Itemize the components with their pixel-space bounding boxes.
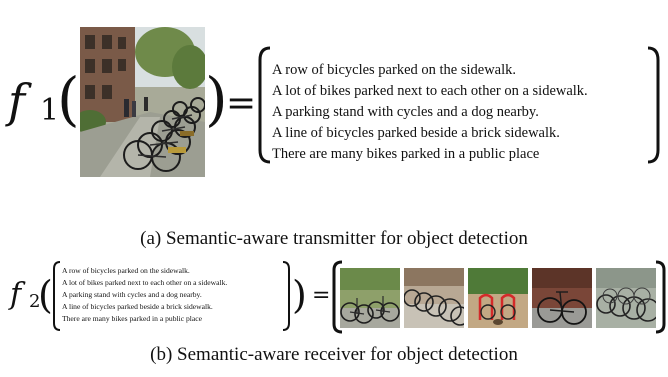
sentence-a-2: A lot of bikes parked next to each other… [272,83,588,99]
left-brace-images [332,260,343,334]
sentence-a-3: A parking stand with cycles and a dog ne… [272,104,539,120]
function-f2-name: f [10,277,22,312]
sentence-b-5: There are many bikes parked in a public … [62,314,202,323]
output-photo-1 [340,268,400,328]
sentence-a-1: A row of bicycles parked on the sidewalk… [272,62,517,78]
sentence-b-4: A line of bicycles parked beside a brick… [62,302,213,311]
equals-sign-a: = [226,83,257,124]
right-brace-b [282,261,290,331]
sentence-a-5: There are many bikes parked in a public … [272,146,540,162]
sentence-b-3: A parking stand with cycles and a dog ne… [62,290,202,299]
left-brace-a [258,46,271,164]
sentence-a-4: A line of bicycles parked beside a brick… [272,125,560,141]
function-f2-subscript: 2 [29,291,41,312]
output-photo-3 [468,268,528,328]
right-brace-a [647,46,660,164]
sentence-b-2: A lot of bikes parked next to each other… [62,278,228,287]
output-photo-4 [532,268,592,328]
function-f1-subscript: 1 [40,93,60,128]
close-paren-b: ) [292,273,307,317]
equals-sign-b: = [312,283,331,308]
output-photo-5 [596,268,656,328]
output-photo-2 [404,268,464,328]
open-paren-b: ( [38,273,53,317]
function-f1-name: f [8,74,26,128]
right-brace-images [655,260,666,334]
input-photo-bikes-street [80,27,205,177]
close-paren-a: ) [205,65,228,133]
sentence-b-1: A row of bicycles parked on the sidewalk… [62,266,190,275]
caption-a: (a) Semantic-aware transmitter for objec… [140,228,528,249]
open-paren-a: ( [57,65,80,133]
left-brace-b [53,261,61,331]
caption-b: (b) Semantic-aware receiver for object d… [150,344,518,365]
